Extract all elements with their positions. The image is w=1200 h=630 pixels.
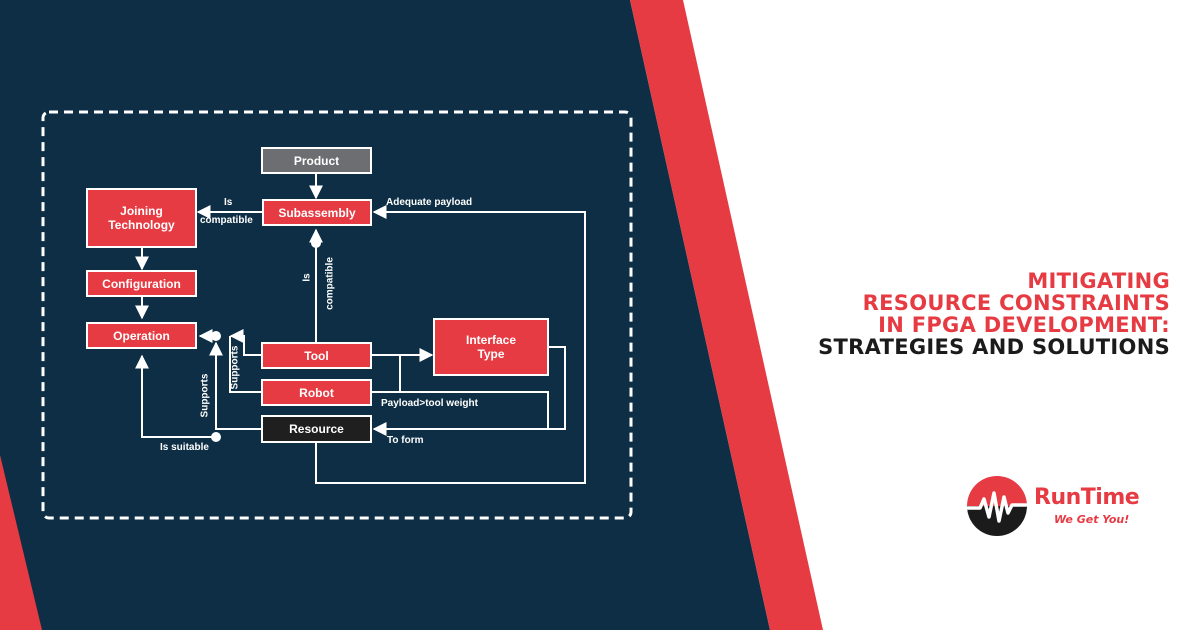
junction-dot-resource (211, 432, 221, 442)
label-to-form: To form (387, 435, 424, 446)
edge-supports-robot (229, 336, 262, 393)
junction-dot-operation (211, 331, 221, 341)
red-diagonal-stripe (630, 0, 823, 630)
edge-resource-supports (209, 341, 262, 430)
edge-robot-payload (372, 391, 549, 428)
navy-panel (0, 0, 770, 630)
node-interface-type: Interface Type (433, 318, 549, 376)
node-resource: Resource (261, 415, 372, 443)
label-is-compatible-top-1: Is (224, 197, 233, 208)
node-operation: Operation (86, 322, 197, 349)
node-tool: Tool (261, 342, 372, 369)
node-joining-technology: Joining Technology (86, 188, 197, 248)
node-configuration: Configuration (86, 270, 197, 297)
brand-logo: RunTime We Get You! (966, 475, 1166, 537)
label-is-compatible-vert-2: compatible (324, 257, 336, 310)
node-subassembly: Subassembly (262, 199, 372, 226)
headline: MITIGATING RESOURCE CONSTRAINTS IN FPGA … (760, 270, 1170, 358)
edge-robot-interface-branch (372, 355, 401, 393)
label-payload-tool-weight: Payload>tool weight (381, 398, 478, 409)
headline-line-4: STRATEGIES AND SOLUTIONS (818, 335, 1170, 359)
node-product: Product (261, 147, 372, 174)
label-is-compatible-vert-1: Is (301, 273, 313, 282)
brand-name: RunTime (1034, 485, 1140, 510)
node-robot: Robot (261, 379, 372, 406)
heartbeat-pulse-icon (966, 476, 1028, 536)
edge-is-suitable (135, 354, 216, 438)
headline-line-2: RESOURCE CONSTRAINTS (862, 291, 1170, 315)
brand-tagline: We Get You! (1054, 513, 1130, 526)
label-adequate-payload: Adequate payload (386, 197, 473, 208)
edge-supports-tool (229, 329, 262, 356)
label-is-suitable: Is suitable (160, 442, 209, 453)
label-supports-1: Supports (199, 373, 211, 418)
junction-dot-subassembly (311, 238, 321, 248)
edge-interface-resource (372, 346, 566, 436)
headline-line-3: IN FPGA DEVELOPMENT: (878, 313, 1170, 337)
label-supports-2: Supports (229, 345, 241, 390)
red-corner-triangle (0, 455, 42, 630)
edge-resource-subassembly (315, 205, 586, 484)
label-is-compatible-top-2: compatible (200, 215, 253, 226)
dashed-frame (41, 110, 633, 520)
headline-line-1: MITIGATING (1027, 269, 1170, 293)
